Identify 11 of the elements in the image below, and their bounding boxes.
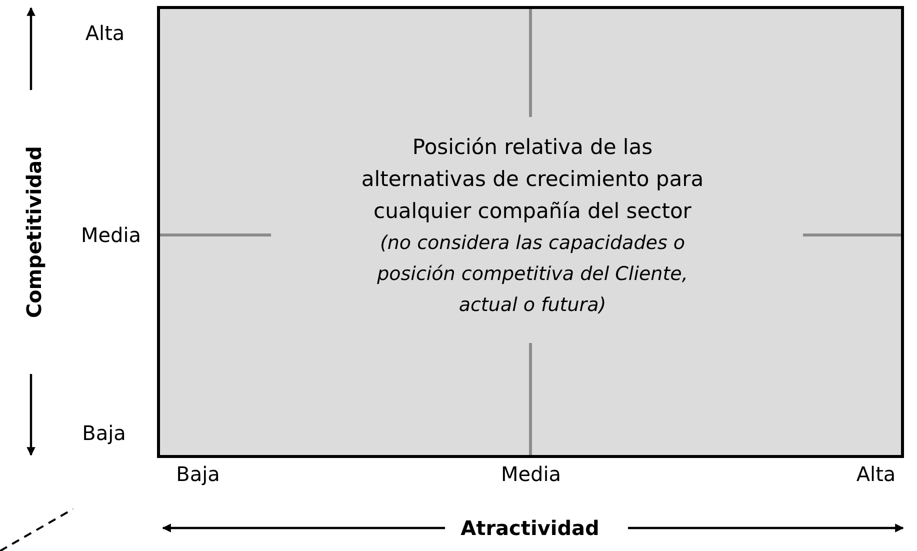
axis-tick-label: Baja <box>82 423 126 443</box>
axis-tick-label: Alta <box>856 464 896 484</box>
description-text: Posición relativa de las alternativas de crecimiento para cualquier compañía del sector <box>360 134 705 225</box>
axis-tick-label: Baja <box>176 464 220 484</box>
axis-title: Competitividad <box>24 146 44 318</box>
note-text: (no considera las capacidades o posición competitiva del Cliente, actual o futura) <box>376 231 689 318</box>
axis-tick-label: Alta <box>85 23 125 43</box>
axis-tick-label: Media <box>500 464 562 484</box>
matrix-box <box>157 6 904 458</box>
axis-title: Atractividad <box>460 518 600 538</box>
axis-tick-label: Media <box>80 225 142 245</box>
